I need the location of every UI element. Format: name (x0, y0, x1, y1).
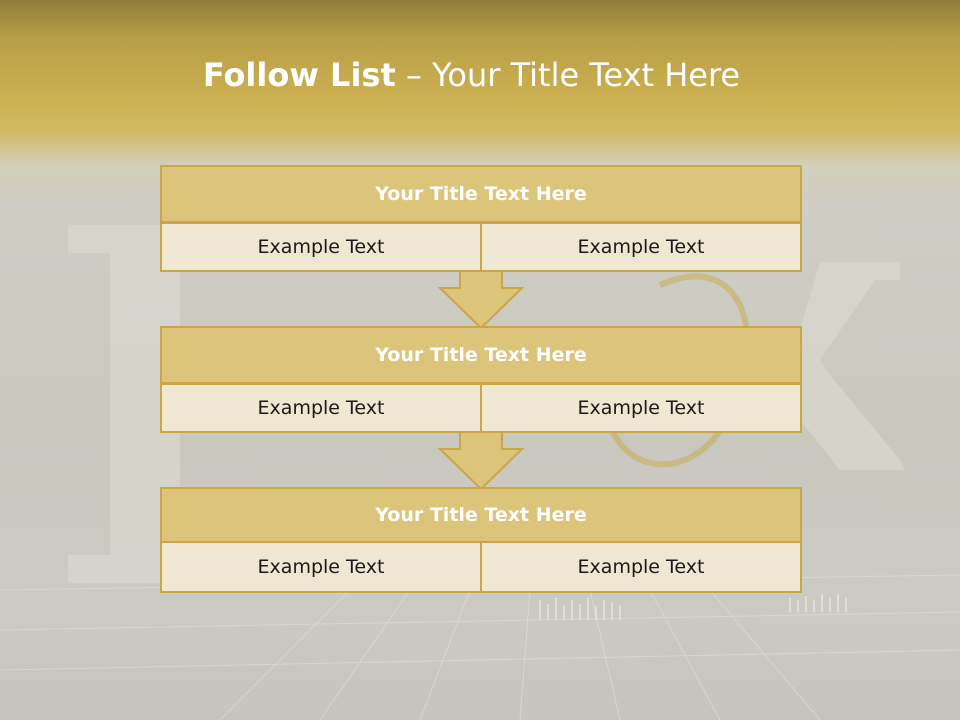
step-title: Your Title Text Here (160, 487, 802, 543)
step-left-text: Example Text (160, 383, 482, 433)
step-right-text: Example Text (480, 541, 802, 593)
step-left-text: Example Text (160, 222, 482, 272)
step-right-text: Example Text (480, 222, 802, 272)
down-arrow-icon (438, 431, 524, 491)
slide-title: Follow List – Your Title Text Here (0, 55, 943, 95)
step-title: Your Title Text Here (160, 326, 802, 384)
down-arrow-icon (438, 270, 524, 330)
step-title: Your Title Text Here (160, 165, 802, 223)
title-bold: Follow List (202, 56, 396, 94)
title-rest: – Your Title Text Here (395, 56, 741, 94)
step-left-text: Example Text (160, 541, 482, 593)
step-right-text: Example Text (480, 383, 802, 433)
